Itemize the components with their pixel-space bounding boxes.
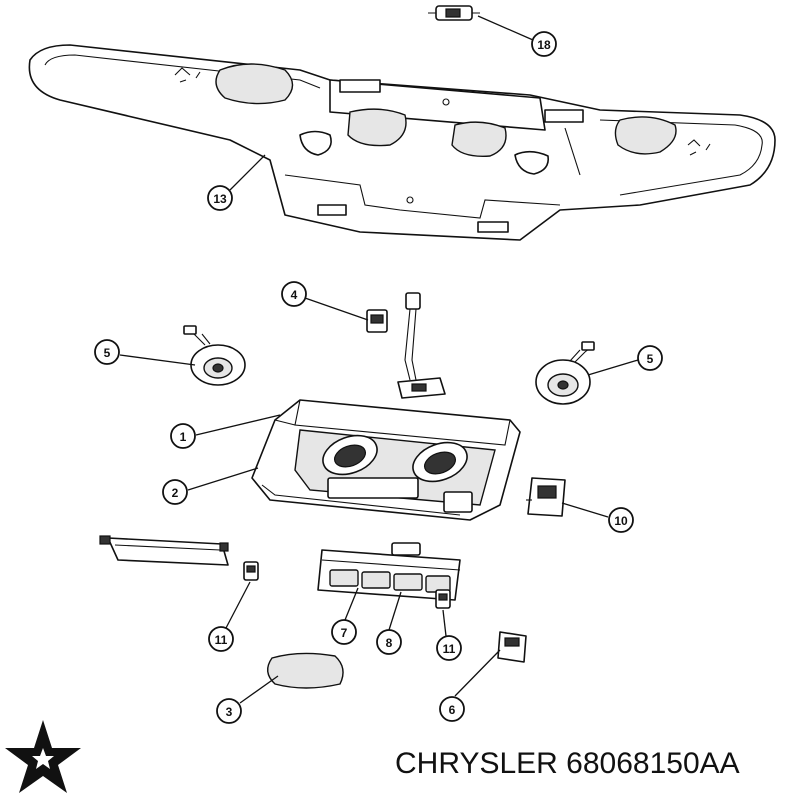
callout-2-label: 2 — [172, 486, 179, 500]
part-7-8-switch-bank — [317, 542, 461, 601]
callout-18: 18 — [531, 31, 557, 57]
wire-harness — [397, 292, 446, 399]
callout-1: 1 — [170, 423, 196, 449]
callout-8-label: 8 — [386, 636, 393, 650]
callout-6-label: 6 — [449, 703, 456, 717]
callout-8: 8 — [376, 629, 402, 655]
callout-7: 7 — [331, 619, 357, 645]
callout-13: 13 — [207, 185, 233, 211]
lens-module-left — [99, 535, 229, 566]
part-3-lens — [267, 652, 344, 689]
callout-6: 6 — [439, 696, 465, 722]
callout-1-label: 1 — [180, 430, 187, 444]
callout-3-label: 3 — [226, 705, 233, 719]
part-6-small-switch — [497, 631, 527, 663]
callout-5-right-label: 5 — [647, 352, 654, 366]
part-18-clip — [428, 5, 480, 21]
part-5-speaker-left — [183, 325, 246, 386]
part-1-2-overhead-console — [251, 399, 521, 521]
callout-4-label: 4 — [291, 288, 298, 302]
part-10-switch — [526, 477, 566, 517]
callout-18-label: 18 — [537, 38, 551, 52]
part-4-connector — [366, 309, 388, 333]
part-number-caption: CHRYSLER 68068150AA — [395, 747, 740, 780]
leader-lines — [119, 15, 639, 704]
part-11-clip-left — [243, 561, 259, 581]
part-11-clip-right — [435, 589, 451, 609]
callout-13-label: 13 — [213, 192, 227, 206]
callout-5-right: 5 — [637, 345, 663, 371]
callout-5-left-label: 5 — [104, 346, 111, 360]
callout-11-left-label: 11 — [215, 633, 228, 647]
callout-10-label: 10 — [614, 514, 628, 528]
callout-2: 2 — [162, 479, 188, 505]
callout-4: 4 — [281, 281, 307, 307]
callout-7-label: 7 — [341, 626, 348, 640]
pentastar-logo-icon — [5, 720, 81, 793]
part-5-speaker-right — [535, 341, 595, 405]
callout-10: 10 — [608, 507, 634, 533]
part-13-headliner-bezel — [28, 44, 776, 241]
callout-11-right: 11 — [436, 635, 462, 661]
callout-11-right-label: 11 — [443, 642, 456, 656]
callout-5-left: 5 — [94, 339, 120, 365]
callout-11-left: 11 — [208, 626, 234, 652]
callout-3: 3 — [216, 698, 242, 724]
